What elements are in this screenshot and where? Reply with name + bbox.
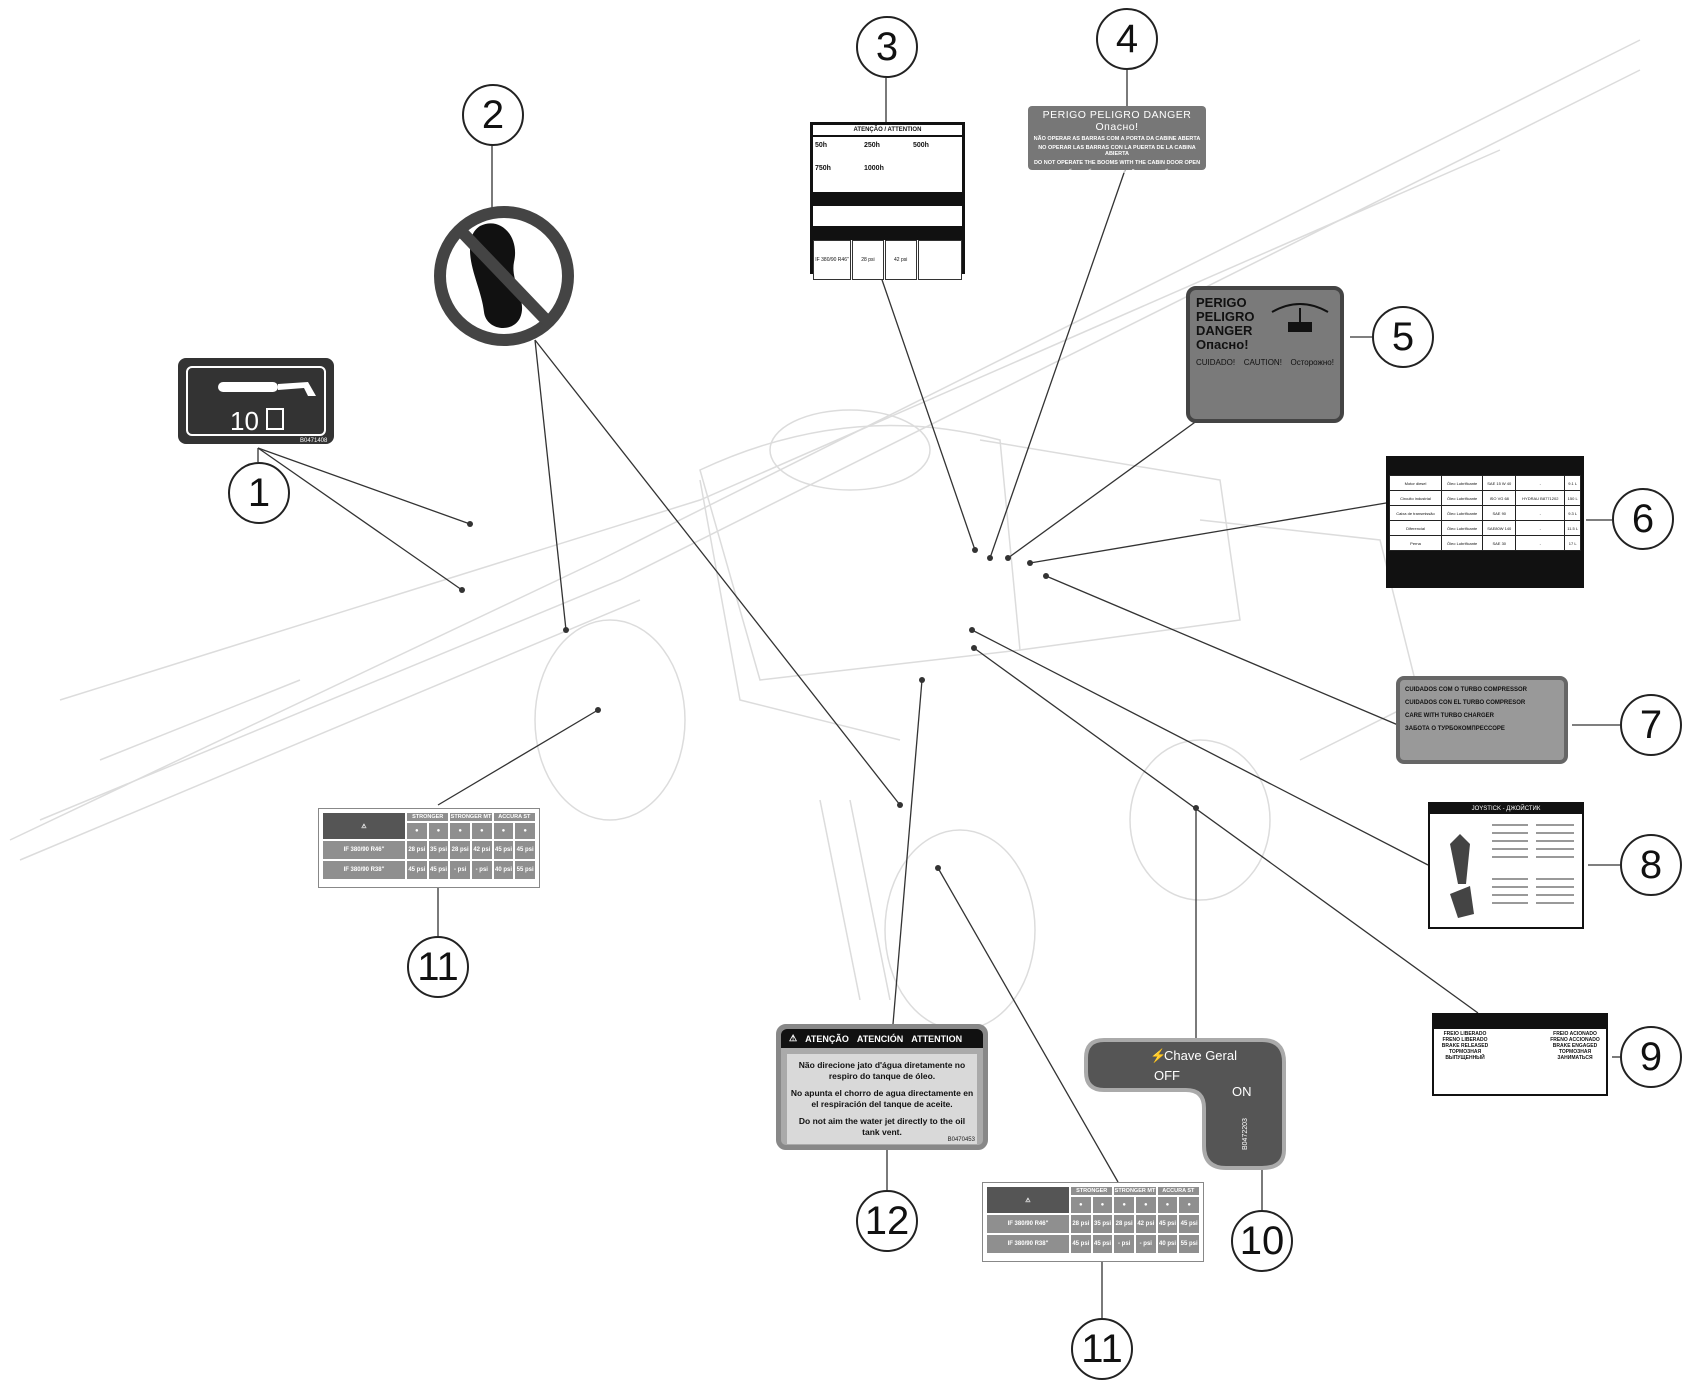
power-line-icon: [1271, 303, 1329, 332]
callout-2: 2: [462, 84, 524, 146]
callout-9: 9: [1620, 1026, 1682, 1088]
lightning-icon: ⚡: [1150, 1048, 1167, 1063]
hours-250: 250h: [864, 142, 880, 149]
turbo-line: CUIDADOS CON EL TURBO COMPRESOR: [1405, 700, 1526, 706]
hourglass-icon: [266, 408, 284, 430]
hours-500: 500h: [913, 142, 929, 149]
callout-3: 3: [856, 16, 918, 78]
callout-12: 12: [856, 1190, 918, 1252]
danger-line: NO OPERAR LAS BARRAS CON LA PUERTA DE LA…: [1038, 145, 1196, 157]
brake-state-left: FRENO LIBERADO: [1442, 1037, 1488, 1043]
grease-gun-icon: [218, 382, 316, 396]
brake-state-right: FREIO ACIONADO: [1553, 1031, 1597, 1037]
warning-icon: ⚠: [323, 813, 405, 839]
no-step-decal: [434, 206, 574, 346]
danger-word: PELIGRO: [1196, 309, 1255, 324]
booms-danger-decal: PERIGO PELIGRO DANGER Опасно! NÃO OPERAR…: [1028, 106, 1206, 175]
hours-1000: 1000h: [864, 164, 884, 172]
caution-word: CAUTION!: [1243, 358, 1282, 367]
danger-title: PERIGO PELIGRO DANGER Опасно!: [1042, 109, 1192, 133]
grease-interval-decal: 10 B0471408: [178, 358, 334, 444]
callout-6: 6: [1612, 488, 1674, 550]
tire-pressure-decal: ⚠ STRONGER STRONGER MT ACCURA ST ●●●●●● …: [982, 1182, 1204, 1262]
brake-state-left: BRAKE RELEASED: [1441, 1043, 1489, 1049]
decal-code: B0472203: [1242, 1118, 1249, 1150]
joystick-icon: [1450, 824, 1574, 918]
warning-text: No apunta el chorro de agua directamente…: [790, 1088, 974, 1109]
brake-state-right: BRAKE ENGAGED: [1552, 1043, 1598, 1049]
switch-title: Chave Geral: [1164, 1048, 1237, 1063]
brake-state-right: FRENO ACCIONADO: [1550, 1037, 1600, 1043]
danger-line: DO NOT OPERATE THE BOOMS WITH THE CABIN …: [1033, 160, 1201, 166]
callout-11-left: 11: [407, 936, 469, 998]
callout-8: 8: [1620, 834, 1682, 896]
turbo-line: ЗАБОТА О ТУРБОКОМПРЕССОРЕ: [1405, 726, 1505, 732]
maintenance-interval-decal: ATENÇÃO / ATTENTION 50h 250h 500h 750h 1…: [810, 122, 965, 280]
power-line-danger-decal: PERIGO PELIGRO DANGER Опасно! CUIDADO! C…: [1186, 286, 1344, 423]
brake-state-left: ТОРМОЗНАЯ ВЫПУЩЕННЫЙ: [1445, 1049, 1485, 1061]
switch-on: ON: [1232, 1084, 1252, 1099]
warning-icon: ⚠: [987, 1187, 1069, 1213]
joystick-title: JOYSTICK - ДЖОЙСТИК: [1430, 804, 1582, 814]
turbo-line: CARE WITH TURBO CHARGER: [1405, 713, 1494, 719]
water-jet-warning-decal: ⚠ ATENÇÃO ATENCIÓN ATTENTION Não direcio…: [776, 1024, 988, 1150]
turbo-line: CUIDADOS COM O TURBO COMPRESSOR: [1405, 687, 1528, 693]
attention-word: ATTENTION: [911, 1033, 963, 1044]
decal-code: B0470453: [947, 1137, 975, 1143]
callout-7: 7: [1620, 694, 1682, 756]
caution-word: CUIDADO!: [1196, 358, 1236, 367]
danger-word: Опасно!: [1196, 337, 1249, 352]
psi-value: 42 psi: [884, 240, 917, 280]
grease-interval-value: 10: [230, 406, 259, 436]
danger-line: не работает бары с открытой дверью кабин…: [1054, 169, 1180, 175]
tire-label: IF 380/90 R46": [813, 240, 852, 280]
attention-word: ATENCIÓN: [856, 1033, 904, 1044]
warning-text: Não direcione jato d'água diretamente no…: [798, 1060, 966, 1081]
callout-10: 10: [1231, 1210, 1293, 1272]
danger-word: PERIGO: [1196, 295, 1247, 310]
main-switch-decal: ⚡ Chave Geral OFF ON B0472203: [1086, 1040, 1284, 1166]
brake-state-left: FREIO LIBERADO: [1443, 1031, 1487, 1037]
turbo-care-decal: CUIDADOS COM O TURBO COMPRESSOR CUIDADOS…: [1396, 676, 1568, 764]
warning-icon: ⚠: [789, 1033, 798, 1043]
psi-value: 28 psi: [852, 240, 884, 280]
joystick-decal: JOYSTICK - ДЖОЙСТИК: [1428, 802, 1584, 929]
caution-word: Осторожно!: [1290, 358, 1334, 367]
danger-line: NÃO OPERAR AS BARRAS COM A PORTA DA CABI…: [1033, 136, 1201, 142]
decal-code: B0471408: [300, 438, 328, 444]
callout-1: 1: [228, 462, 290, 524]
callout-4: 4: [1096, 8, 1158, 70]
attention-word: ATENÇÃO: [805, 1033, 849, 1044]
callout-5: 5: [1372, 306, 1434, 368]
brake-state-right: ТОРМОЗНАЯ ЗАНИМАТЬСЯ: [1557, 1049, 1593, 1061]
parking-brake-decal: FREIO LIBERADO FRENO LIBERADO BRAKE RELE…: [1432, 1013, 1608, 1096]
danger-word: DANGER: [1196, 323, 1253, 338]
tire-pressure-decal: ⚠ STRONGER STRONGER MT ACCURA ST ●●●●●● …: [318, 808, 540, 888]
warning-text: Do not aim the water jet directly to the…: [798, 1116, 966, 1137]
switch-off: OFF: [1154, 1068, 1180, 1083]
hours-50: 50h: [815, 142, 828, 149]
hours-750: 750h: [815, 164, 831, 172]
decal-header: ATENÇÃO / ATTENTION: [813, 125, 962, 135]
callout-11-bottom: 11: [1071, 1318, 1133, 1380]
